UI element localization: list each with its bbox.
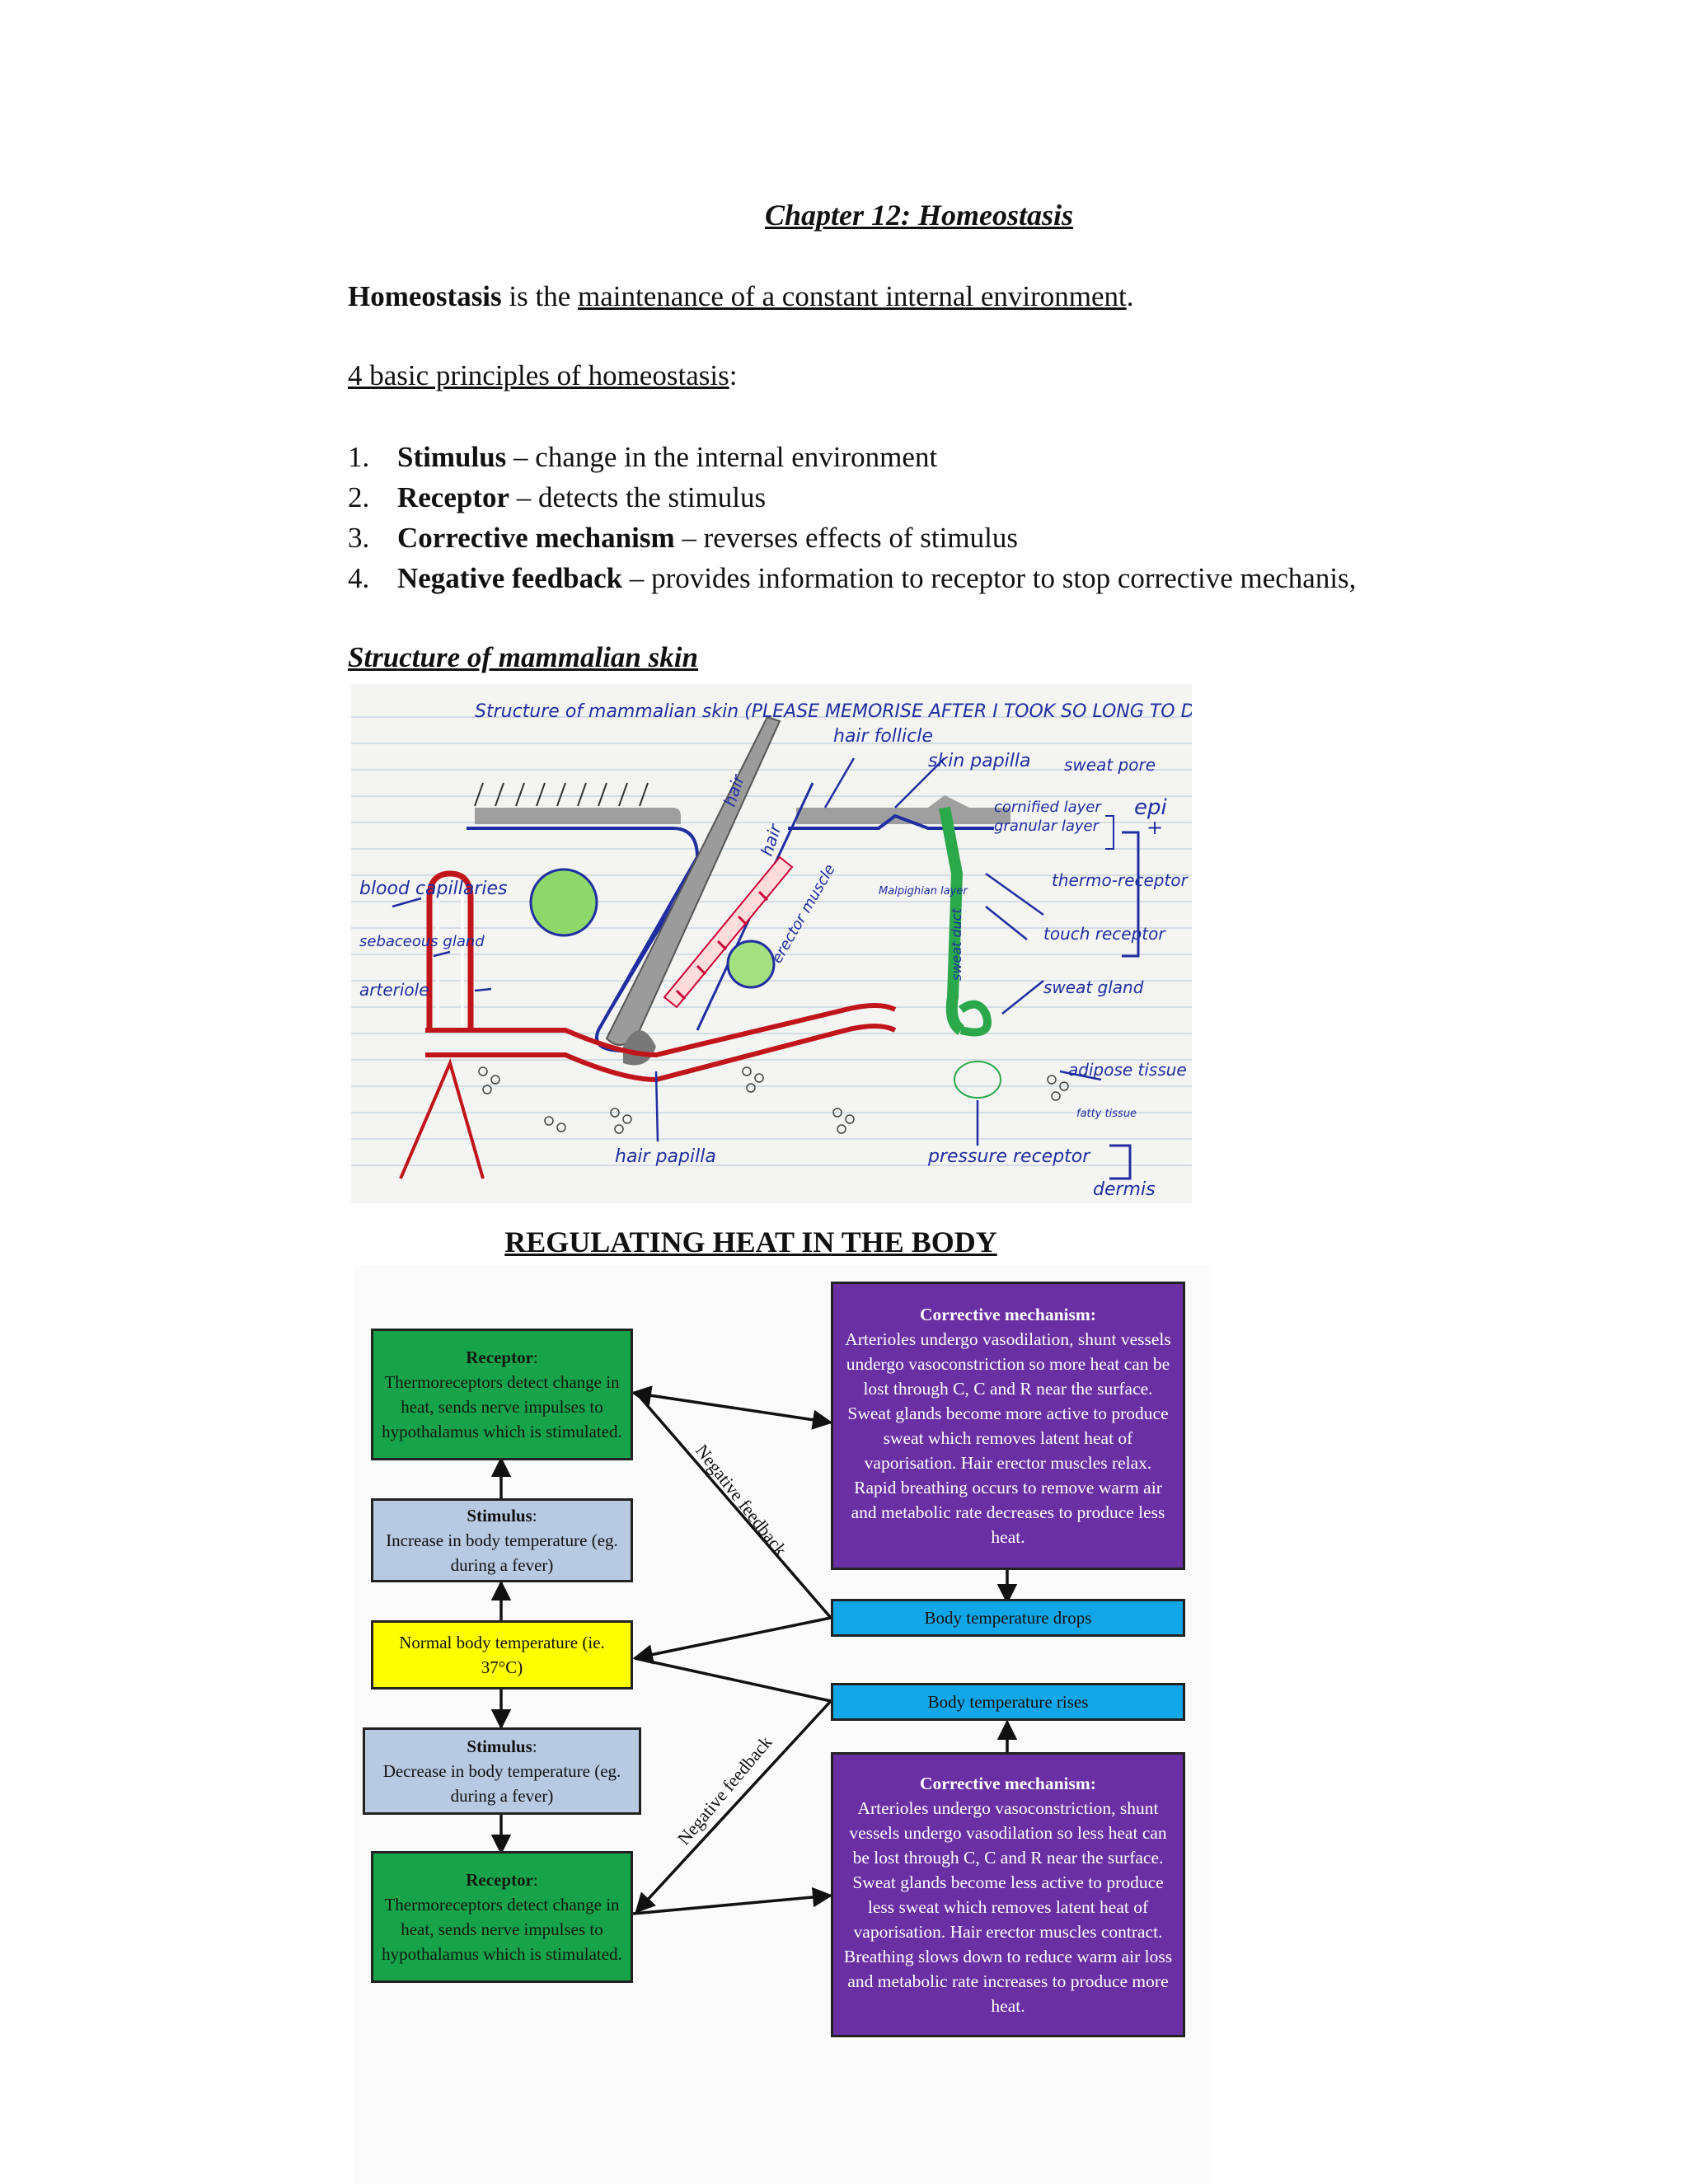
corrective-top-heading: Corrective mechanism:	[920, 1305, 1096, 1324]
principle-number: 3.	[348, 522, 370, 554]
heat-regulation-title: REGULATING HEAT IN THE BODY	[504, 1226, 997, 1258]
temperature-rises-text: Body temperature rises	[927, 1692, 1089, 1712]
principle-item: 4. Negative feedback – provides informati…	[348, 558, 1356, 598]
principle-item: 2. Receptor – detects the stimulus	[348, 477, 1356, 518]
label-touch-receptor: touch receptor	[1043, 924, 1166, 944]
stimulus-increase-colon: :	[532, 1506, 537, 1526]
label-epi: epi	[1134, 795, 1168, 820]
principle-term: Negative feedback	[397, 562, 623, 594]
principle-item: 3. Corrective mechanism – reverses effect…	[348, 518, 1356, 558]
principle-desc: – reverses effects of stimulus	[674, 522, 1018, 554]
label-pressure-receptor: pressure receptor	[927, 1146, 1091, 1167]
principle-term: Corrective mechanism	[397, 522, 675, 554]
label-skin-papilla: skin papilla	[928, 751, 1030, 771]
chapter-title: Chapter 12: Homeostasis	[764, 199, 1074, 232]
label-granular-layer: granular layer	[994, 818, 1100, 835]
stimulus-decrease-text: Decrease in body temperature (eg. during…	[382, 1761, 621, 1806]
principles-heading-colon: :	[729, 359, 738, 391]
label-adipose-tissue: adipose tissue	[1068, 1060, 1187, 1080]
label-thermoreceptor: thermo-receptor	[1052, 870, 1189, 890]
definition-connector: is the	[501, 280, 579, 312]
temperature-rises-box: Body temperature rises	[831, 1683, 1185, 1721]
skin-section-title: Structure of mammalian skin	[348, 641, 698, 673]
stimulus-decrease-heading: Stimulus	[467, 1736, 532, 1756]
label-hair-follicle: hair follicle	[833, 726, 933, 747]
principles-heading: 4 basic principles of homeostasis:	[348, 359, 737, 392]
skin-structure-sketch: Structure of mammalian skin (PLEASE MEMO…	[351, 684, 1192, 1203]
principle-number: 4.	[348, 562, 370, 594]
temperature-drops-box: Body temperature drops	[831, 1599, 1185, 1637]
definition-end: .	[1126, 280, 1134, 312]
stimulus-increase-text: Increase in body temperature (eg. during…	[386, 1530, 618, 1575]
label-hair-papilla: hair papilla	[615, 1146, 716, 1167]
stimulus-increase-box: Stimulus: Increase in body temperature (…	[371, 1498, 633, 1582]
sketch-title: Structure of mammalian skin (PLEASE MEMO…	[475, 701, 1192, 722]
stimulus-increase-heading: Stimulus	[467, 1506, 532, 1526]
normal-temperature-box: Normal body temperature (ie. 37°C)	[371, 1620, 633, 1690]
corrective-top-text: Arterioles undergo vasodilation, shunt v…	[845, 1329, 1171, 1547]
receptor-top-text: Thermoreceptors detect change in heat, s…	[382, 1372, 622, 1441]
label-fatty-tissue: fatty tissue	[1076, 1108, 1137, 1120]
corrective-bottom-text: Arterioles undergo vasoconstriction, shu…	[843, 1798, 1173, 2016]
receptor-top-heading: Receptor	[466, 1347, 533, 1367]
principle-number: 1.	[348, 441, 370, 473]
label-malpighian-layer: Malpighian layer	[879, 885, 968, 898]
receptor-bottom-text: Thermoreceptors detect change in heat, s…	[382, 1895, 622, 1964]
label-sweat-pore: sweat pore	[1064, 755, 1156, 775]
label-sweat-duct: sweat duct	[949, 907, 964, 981]
principles-heading-text: 4 basic principles of homeostasis	[348, 359, 729, 391]
label-arteriole: arteriole	[359, 980, 429, 1000]
principle-number: 2.	[348, 481, 370, 513]
receptor-box-top: Receptor: Thermoreceptors detect change …	[371, 1329, 633, 1460]
receptor-bottom-heading: Receptor	[466, 1870, 533, 1890]
stimulus-decrease-colon: :	[532, 1736, 537, 1756]
principle-desc: – change in the internal environment	[506, 441, 938, 473]
corrective-bottom-heading: Corrective mechanism:	[920, 1774, 1096, 1793]
label-sweat-gland: sweat gland	[1043, 977, 1144, 997]
corrective-mechanism-box-top: Corrective mechanism: Arterioles undergo…	[831, 1282, 1185, 1570]
label-cornified-layer: cornified layer	[994, 799, 1102, 816]
receptor-box-bottom: Receptor: Thermoreceptors detect change …	[371, 1851, 633, 1983]
principle-desc: – detects the stimulus	[509, 481, 767, 513]
receptor-top-colon: :	[532, 1347, 538, 1367]
principle-item: 1. Stimulus – change in the internal envi…	[348, 437, 1356, 477]
stimulus-decrease-box: Stimulus: Decrease in body temperature (…	[363, 1727, 641, 1815]
label-sebaceous-gland: sebaceous gland	[359, 933, 485, 950]
corrective-mechanism-box-bottom: Corrective mechanism: Arterioles undergo…	[831, 1752, 1185, 2037]
normal-temperature-text: Normal body temperature (ie. 37°C)	[399, 1633, 605, 1677]
receptor-bottom-colon: :	[532, 1870, 538, 1890]
definition-meaning: maintenance of a constant internal envir…	[578, 280, 1127, 312]
principles-list: 1. Stimulus – change in the internal envi…	[348, 437, 1356, 598]
homeostasis-definition: Homeostasis is the maintenance of a cons…	[348, 280, 1133, 313]
principle-term: Stimulus	[397, 441, 507, 473]
definition-term: Homeostasis	[348, 280, 502, 312]
principle-term: Receptor	[397, 481, 510, 513]
label-blood-capillaries: blood capillaries	[359, 879, 507, 899]
label-dermis: dermis	[1093, 1179, 1156, 1200]
label-plus: +	[1146, 816, 1163, 839]
temperature-drops-text: Body temperature drops	[924, 1608, 1092, 1628]
principle-desc: – provides information to receptor to st…	[622, 562, 1357, 594]
